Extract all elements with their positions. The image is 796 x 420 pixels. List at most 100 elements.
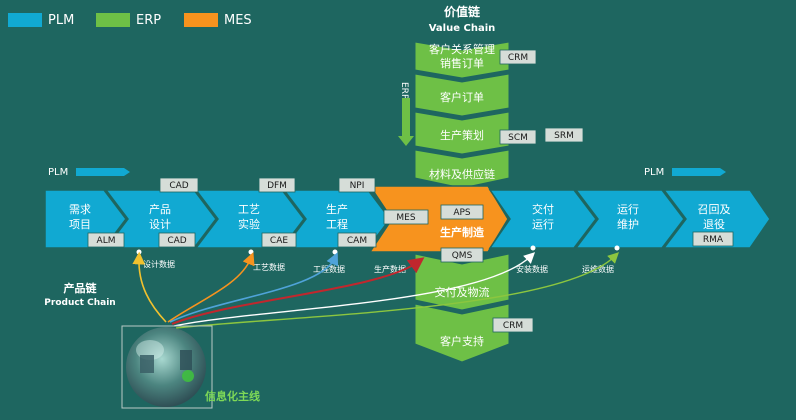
globe-frame	[121, 325, 213, 409]
product-stage-requirements-line1: 需求	[69, 203, 91, 216]
svg-text:CAE: CAE	[270, 236, 288, 246]
product-stage-delivery-run-line2: 运行	[532, 218, 554, 231]
value-step-delivery-logistics-label: 交付及物流	[435, 285, 490, 299]
tag-cae: CAE	[261, 232, 297, 248]
flow-label-install: 安装数据	[516, 264, 548, 274]
value-step-customer-order-label: 客户订单	[440, 90, 484, 104]
flow-dot-ops	[614, 245, 620, 251]
flow-arrow-install	[173, 252, 536, 327]
flow-label-design: 设计数据	[143, 259, 175, 269]
tag-aps: APS	[440, 204, 484, 220]
product-stage-design-line1: 产品	[149, 202, 171, 216]
legend-item-plm: PLM	[8, 11, 74, 29]
flow-arrow-engineering	[169, 252, 339, 323]
globe-icon	[126, 327, 206, 407]
value-step-crm-sales-line2: 销售订单	[440, 56, 484, 70]
tag-alm: ALM	[87, 232, 125, 248]
plm-label-left: PLM	[48, 167, 68, 178]
product-stage-process-line2: 实验	[238, 217, 260, 231]
tag-cam: CAM	[337, 232, 377, 248]
tag-scm: SCM	[499, 129, 537, 145]
globe-machine-left	[140, 355, 154, 373]
value-step-customer-support	[414, 303, 510, 363]
value-step-production-planning	[414, 111, 510, 155]
legend-label-erp: ERP	[136, 12, 162, 28]
flow-arrow-production	[171, 257, 425, 325]
product-stage-process-line1: 工艺	[238, 203, 260, 216]
tag-crm-top: CRM	[499, 49, 537, 65]
product-stage-recall-line1: 召回及	[698, 203, 731, 216]
svg-text:CAD: CAD	[167, 236, 186, 246]
svg-text:CAM: CAM	[347, 236, 367, 246]
tag-srm: SRM	[544, 127, 584, 143]
svg-text:ALM: ALM	[97, 236, 116, 246]
value-step-material-supply-label: 材料及供应链	[429, 167, 495, 181]
value-step-customer-order	[414, 73, 510, 117]
tag-crm-bottom: CRM	[492, 317, 534, 333]
legend-swatch-plm	[8, 13, 42, 27]
product-chain-title-en: Product Chain	[44, 298, 115, 308]
plm-arrow-left	[76, 168, 130, 176]
flow-label-engineering: 工程数据	[313, 264, 345, 274]
svg-text:SCM: SCM	[508, 133, 528, 143]
tag-cad-bottom: CAD	[158, 232, 196, 248]
value-step-material-supply	[414, 149, 510, 189]
value-step-crm-sales	[414, 41, 510, 79]
flow-label-process: 工艺数据	[253, 262, 285, 272]
flow-dot-install	[530, 245, 536, 251]
legend-label-mes: MES	[224, 12, 252, 28]
value-step-delivery-logistics	[414, 253, 510, 311]
tag-dfm: DFM	[258, 177, 296, 193]
legend-swatch-erp	[96, 13, 130, 27]
tag-rma: RMA	[692, 231, 734, 247]
erp-side-arrow	[398, 98, 414, 146]
product-stage-operation	[574, 189, 685, 249]
legend-label-plm: PLM	[48, 12, 75, 28]
tag-mes: MES	[383, 209, 429, 225]
product-stage-recall	[662, 189, 771, 249]
value-step-customer-support-label: 客户支持	[440, 334, 484, 348]
svg-text:MES: MES	[396, 213, 415, 223]
svg-text:SRM: SRM	[554, 131, 574, 141]
flow-label-production: 生产数据	[374, 264, 406, 274]
plm-label-right: PLM	[644, 167, 664, 178]
svg-text:QMS: QMS	[452, 251, 473, 261]
product-stage-design-line2: 设计	[149, 218, 171, 231]
flow-arrow-process	[167, 252, 255, 323]
erp-vertical-label: ERP	[399, 82, 409, 100]
value-chain-title-en: Value Chain	[429, 23, 496, 34]
tag-cad-top: CAD	[159, 177, 199, 193]
plm-arrow-right	[672, 168, 726, 176]
flow-arrow-ops	[175, 252, 620, 329]
flow-arrow-design	[132, 251, 167, 323]
flow-dot-engineering	[332, 249, 338, 255]
tag-npi: NPI	[338, 177, 376, 193]
product-stage-engineering-line2: 工程	[326, 218, 348, 231]
product-stage-engineering-line1: 生产	[326, 202, 348, 216]
legend-item-erp: ERP	[96, 11, 161, 29]
svg-text:DFM: DFM	[267, 181, 287, 191]
svg-text:CRM: CRM	[503, 321, 523, 331]
product-stage-manufacturing-label: 生产制造	[440, 225, 485, 239]
legend-swatch-mes	[184, 13, 218, 27]
svg-text:RMA: RMA	[703, 235, 724, 245]
svg-text:NPI: NPI	[350, 181, 365, 191]
product-stage-delivery-run	[488, 189, 597, 249]
svg-text:CRM: CRM	[508, 53, 528, 63]
product-stage-operation-line2: 维护	[617, 217, 639, 231]
product-stage-delivery-run-line1: 交付	[532, 202, 554, 216]
svg-text:CAD: CAD	[169, 181, 188, 191]
product-chain-title-cn: 产品链	[64, 281, 98, 295]
product-stage-requirements-line2: 项目	[69, 218, 91, 231]
value-step-crm-sales-line1: 客户关系管理	[429, 42, 495, 56]
globe-machine-right	[180, 350, 192, 370]
legend-item-mes: MES	[184, 11, 252, 29]
svg-text:APS: APS	[453, 208, 471, 218]
value-chain-title-cn: 价值链	[444, 4, 481, 19]
flow-label-ops: 运维数据	[582, 264, 614, 274]
value-step-production-planning-label: 生产策划	[440, 128, 484, 142]
flow-dot-process	[248, 249, 254, 255]
information-thread-label: 信息化主线	[205, 389, 260, 403]
globe-green-node	[182, 370, 194, 382]
